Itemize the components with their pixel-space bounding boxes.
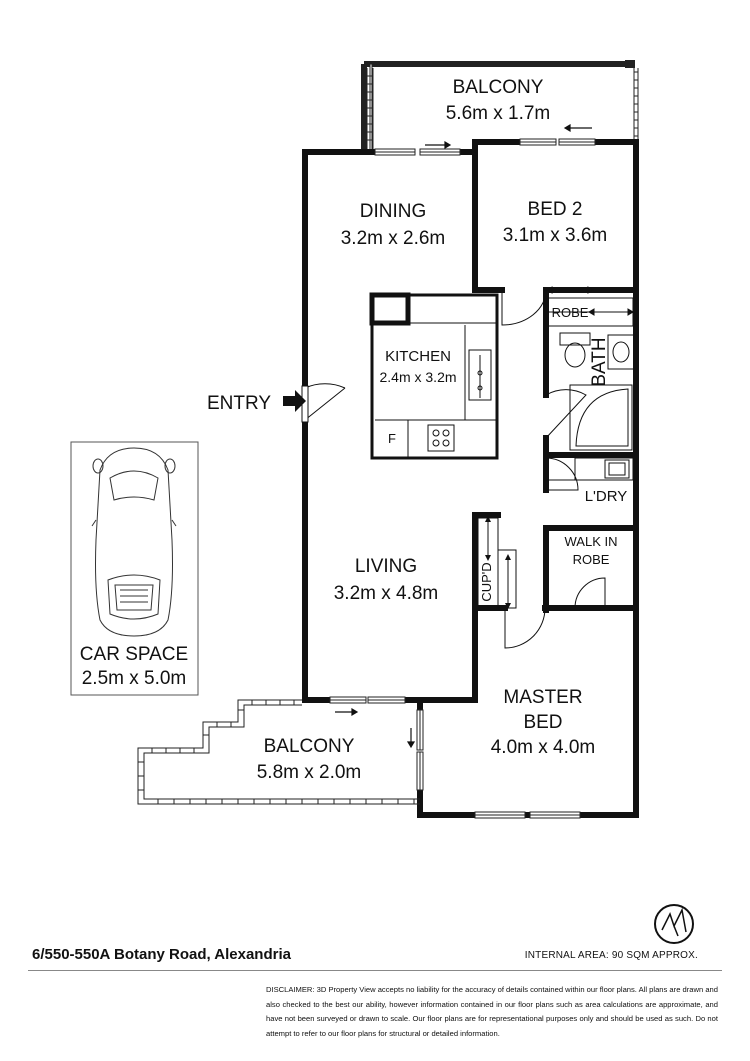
car-icon xyxy=(91,447,177,637)
balcony-top-dims: 5.6m x 1.7m xyxy=(446,103,551,124)
bed2-name: BED 2 xyxy=(528,199,583,220)
wir-name-line1: WALK IN xyxy=(565,534,618,549)
footer: 6/550-550A Botany Road, Alexandria INTER… xyxy=(0,904,750,1061)
kitchen-walls xyxy=(369,292,499,460)
master-dims: 4.0m x 4.0m xyxy=(491,737,596,758)
entry-arrow-icon xyxy=(283,390,306,412)
balcony-bottom-dims: 5.8m x 2.0m xyxy=(257,762,362,783)
entry-door[interactable] xyxy=(301,383,346,423)
car-space-name: CAR SPACE xyxy=(80,644,188,665)
laundry-label: L'DRY xyxy=(585,488,628,505)
balcony-top-name: BALCONY xyxy=(453,77,544,98)
bed2-dims: 3.1m x 3.6m xyxy=(503,225,608,246)
living-name: LIVING xyxy=(355,556,417,577)
bath-label: BATH xyxy=(589,337,610,386)
kitchen-dims: 2.4m x 3.2m xyxy=(379,369,456,385)
entry-label: ENTRY xyxy=(207,393,271,414)
cupboard-label: CUP'D xyxy=(479,562,494,601)
living-dims: 3.2m x 4.8m xyxy=(334,583,439,604)
windows xyxy=(329,138,596,819)
wir-name-line2: ROBE xyxy=(573,552,610,567)
fridge-label: F xyxy=(388,431,396,446)
disclaimer-text: DISCLAIMER: 3D Property View accepts no … xyxy=(266,985,718,1038)
car-space xyxy=(70,441,199,696)
dining-name: DINING xyxy=(360,201,427,222)
floor-plan: BALCONY 5.6m x 1.7m DINING 3.2m x 2.6m B… xyxy=(70,60,639,819)
north-arrow-icon xyxy=(654,904,694,944)
internal-area: INTERNAL AREA: 90 SQM APPROX. xyxy=(524,950,698,961)
balcony-bottom-name: BALCONY xyxy=(264,736,355,757)
dining-dims: 3.2m x 2.6m xyxy=(341,228,446,249)
robe-label: ROBE xyxy=(552,305,589,320)
master-name-line1: MASTER xyxy=(503,687,582,708)
property-address: 6/550-550A Botany Road, Alexandria xyxy=(32,946,291,963)
kitchen-name: KITCHEN xyxy=(385,348,451,365)
bathroom-fixtures xyxy=(559,332,635,451)
footer-divider xyxy=(28,970,722,971)
master-name-line2: BED xyxy=(523,712,562,733)
car-space-dims: 2.5m x 5.0m xyxy=(82,668,187,689)
exterior-walls xyxy=(302,139,639,818)
